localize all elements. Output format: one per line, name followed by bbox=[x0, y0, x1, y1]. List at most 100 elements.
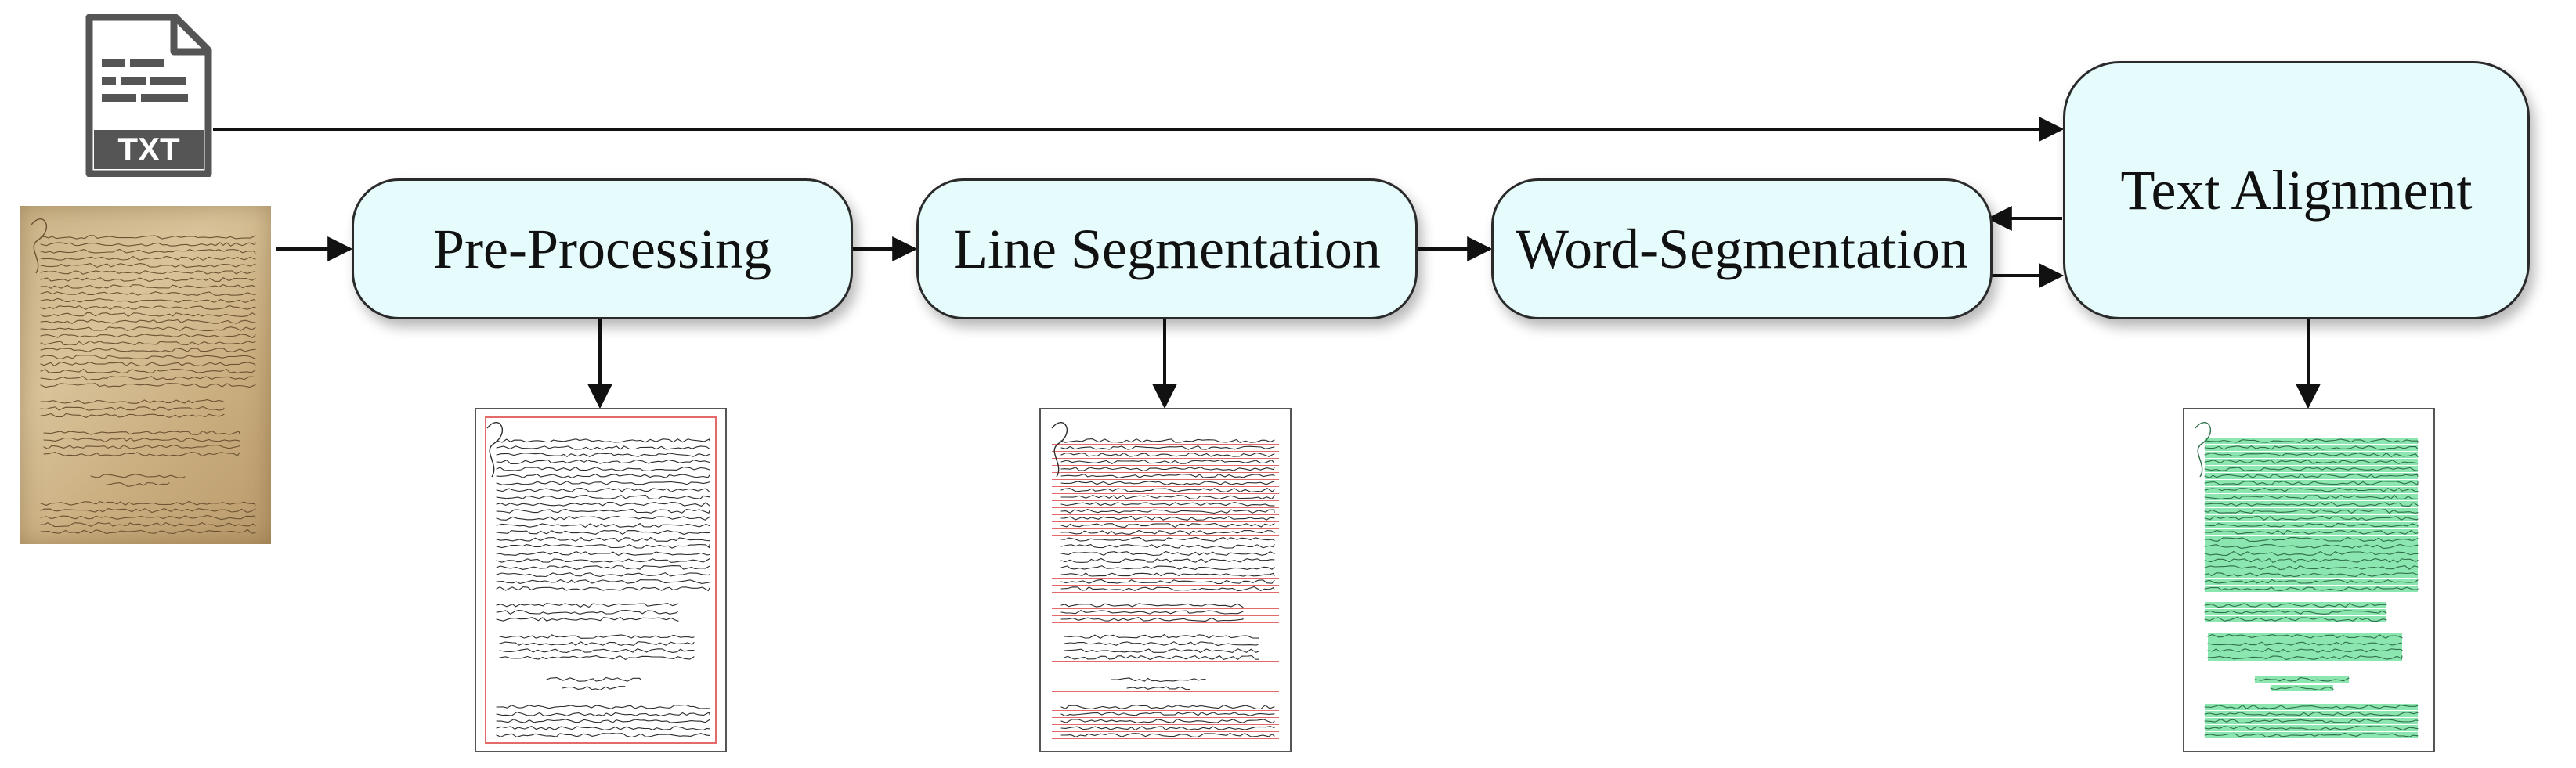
handwriting-stroke bbox=[496, 543, 710, 549]
handwriting-stroke bbox=[43, 445, 240, 450]
handwriting-stroke bbox=[2207, 633, 2403, 640]
stage-line-segmentation-label: Line Segmentation bbox=[953, 217, 1381, 280]
handwriting-stroke bbox=[2204, 529, 2419, 535]
handwriting-stroke bbox=[1060, 704, 1275, 710]
handwriting-stroke bbox=[2204, 488, 2419, 492]
aligned-word-highlight bbox=[2205, 522, 2418, 528]
handwriting-stroke bbox=[496, 473, 710, 479]
handwriting-stroke bbox=[40, 355, 256, 359]
txt-file-icon: TXT bbox=[85, 14, 212, 177]
stage-text-alignment[interactable]: Text Alignment bbox=[2063, 61, 2530, 319]
handwriting-stroke bbox=[2204, 467, 2419, 471]
handwriting-stroke bbox=[2204, 726, 2419, 731]
handwriting-stroke bbox=[1064, 641, 1259, 647]
line-segmented-document-thumbnail bbox=[1039, 408, 1292, 752]
handwriting-stroke bbox=[40, 312, 256, 318]
handwriting-stroke bbox=[496, 572, 710, 578]
handwriting-stroke bbox=[496, 494, 710, 499]
handwriting-stroke bbox=[40, 248, 256, 254]
stage-line-segmentation[interactable]: Line Segmentation bbox=[916, 178, 1418, 319]
handwriting-stroke bbox=[2254, 677, 2350, 682]
handwriting-stroke bbox=[2204, 564, 2419, 571]
handwriting-stroke bbox=[496, 488, 710, 493]
handwriting-stroke bbox=[2204, 572, 2419, 578]
handwriting-stroke bbox=[1060, 579, 1275, 585]
handwriting-stroke bbox=[1060, 543, 1275, 549]
handwriting-stroke bbox=[2204, 536, 2419, 543]
initial-flourish bbox=[2195, 422, 2211, 478]
initial-flourish bbox=[31, 218, 47, 274]
aligned-word-highlight bbox=[2205, 586, 2418, 592]
aligned-word-highlight bbox=[2205, 536, 2418, 543]
aligned-word-highlight bbox=[2205, 494, 2418, 500]
handwriting-stroke bbox=[496, 523, 710, 528]
handwriting-stroke bbox=[40, 406, 225, 412]
handwriting-stroke bbox=[40, 276, 256, 283]
handwriting-stroke bbox=[1060, 522, 1275, 528]
handwriting-stroke bbox=[496, 558, 710, 563]
handwriting-stroke bbox=[496, 719, 710, 723]
handwriting-stroke bbox=[2204, 550, 2419, 557]
handwriting-stroke bbox=[1126, 686, 1190, 690]
aligned-word-highlight bbox=[2205, 704, 2418, 710]
handwriting-stroke bbox=[1060, 603, 1244, 608]
handwriting-stroke bbox=[1060, 712, 1275, 717]
handwriting-stroke bbox=[40, 383, 256, 388]
handwriting-stroke bbox=[496, 586, 710, 592]
handwriting-stroke bbox=[2204, 602, 2387, 608]
handwriting-stroke bbox=[496, 459, 710, 465]
handwriting-stroke bbox=[1060, 460, 1275, 465]
aligned-word-highlight bbox=[2205, 487, 2418, 493]
handwriting-stroke bbox=[1111, 677, 1206, 683]
handwriting-stroke bbox=[2207, 655, 2403, 661]
handwriting-stroke bbox=[1060, 617, 1244, 622]
handwriting-stroke bbox=[40, 297, 256, 303]
handwriting-stroke bbox=[1060, 726, 1275, 731]
handwriting-stroke bbox=[1060, 536, 1275, 542]
preprocessed-document-thumbnail bbox=[475, 408, 727, 752]
handwriting-stroke bbox=[496, 616, 679, 622]
aligned-word-highlight bbox=[2205, 732, 2418, 738]
handwriting-stroke bbox=[40, 399, 225, 405]
handwriting-stroke bbox=[40, 528, 256, 534]
handwriting-stroke bbox=[2204, 509, 2419, 514]
handwriting-stroke bbox=[1060, 572, 1275, 577]
handwriting-stroke bbox=[496, 603, 679, 608]
handwriting-stroke bbox=[1060, 467, 1275, 472]
handwriting-stroke bbox=[2207, 641, 2403, 646]
handwriting-stroke bbox=[1064, 648, 1259, 654]
handwriting-stroke bbox=[2207, 647, 2403, 654]
handwriting-stroke bbox=[2204, 438, 2419, 443]
aligned-word-highlight bbox=[2205, 579, 2418, 585]
handwriting-stroke bbox=[2204, 501, 2419, 507]
handwriting-stroke bbox=[43, 430, 240, 435]
handwriting-stroke bbox=[1060, 565, 1275, 571]
handwriting-stroke bbox=[496, 579, 710, 584]
handwriting-stroke bbox=[40, 521, 256, 528]
handwriting-stroke bbox=[2204, 494, 2419, 500]
stage-pre-processing[interactable]: Pre-Processing bbox=[352, 178, 853, 319]
handwriting-stroke bbox=[1060, 509, 1275, 514]
handwriting-stroke bbox=[40, 283, 256, 289]
handwriting-stroke bbox=[1060, 481, 1275, 485]
handwriting-stroke bbox=[40, 235, 256, 240]
handwriting-stroke bbox=[90, 474, 186, 478]
handwriting-stroke bbox=[496, 536, 710, 543]
handwriting-stroke bbox=[2204, 712, 2419, 716]
handwriting-stroke bbox=[2204, 705, 2419, 710]
handwriting-stroke bbox=[40, 255, 256, 261]
aligned-word-highlight bbox=[2208, 640, 2402, 647]
stage-text-alignment-label: Text Alignment bbox=[2120, 158, 2473, 222]
handwriting-stroke bbox=[2204, 543, 2419, 550]
handwriting-stroke bbox=[40, 334, 256, 338]
handwriting-stroke bbox=[1060, 718, 1275, 724]
handwriting-stroke bbox=[40, 368, 256, 374]
stage-word-segmentation[interactable]: Word-Segmentation bbox=[1491, 178, 1993, 319]
handwriting-stroke bbox=[496, 712, 710, 716]
handwriting-stroke bbox=[2204, 732, 2419, 737]
stage-word-segmentation-label: Word-Segmentation bbox=[1515, 217, 1969, 280]
handwriting-stroke bbox=[496, 481, 710, 485]
handwriting-stroke bbox=[1060, 732, 1275, 738]
handwriting-stroke bbox=[496, 515, 710, 521]
handwriting-stroke bbox=[562, 686, 626, 690]
